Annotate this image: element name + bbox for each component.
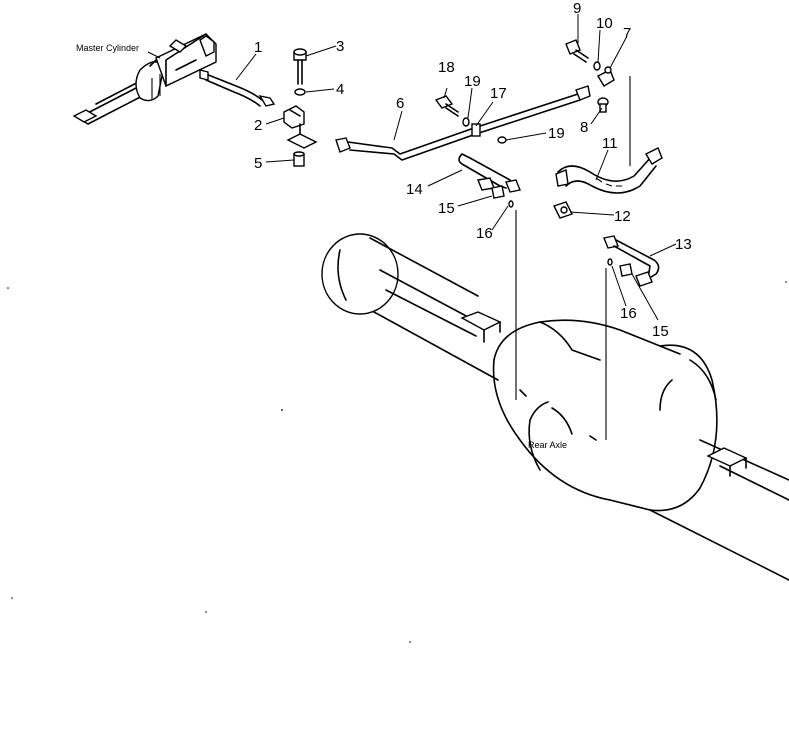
callout-14: 14 xyxy=(406,181,423,198)
clamp-2 xyxy=(283,105,305,129)
connector-15-upper xyxy=(491,185,505,199)
connector-15-lower xyxy=(619,263,633,277)
rear-axle-housing xyxy=(321,233,789,581)
washer-10 xyxy=(593,61,601,71)
callout-6: 6 xyxy=(396,95,404,112)
callout-18: 18 xyxy=(438,59,455,76)
callout-5: 5 xyxy=(254,155,262,172)
brake-tube-14 xyxy=(458,153,521,193)
brake-tube-13 xyxy=(603,235,660,287)
callout-numbers: 1 2 3 4 5 6 7 8 9 10 11 12 13 14 15 15 1… xyxy=(254,0,692,340)
bolt-18 xyxy=(434,95,459,117)
bracket xyxy=(286,123,318,149)
callout-4: 4 xyxy=(336,81,344,98)
master-cylinder xyxy=(72,33,217,125)
master-cylinder-leader xyxy=(147,51,161,59)
washer-19-lower xyxy=(497,136,507,144)
callout-8: 8 xyxy=(580,119,588,136)
callout-7: 7 xyxy=(623,25,631,42)
callout-11: 11 xyxy=(602,135,618,152)
callout-16-upper: 16 xyxy=(476,225,493,242)
callout-9: 9 xyxy=(573,0,581,17)
bolt-9 xyxy=(565,39,589,63)
scan-specks xyxy=(7,281,787,643)
callout-19-upper: 19 xyxy=(464,73,481,90)
bolt-8 xyxy=(597,97,609,113)
clip-17 xyxy=(471,123,481,137)
callout-2: 2 xyxy=(254,117,262,134)
washer-4 xyxy=(294,88,306,96)
brake-tube-6 xyxy=(335,85,591,161)
callout-3: 3 xyxy=(336,38,344,55)
brake-hose-11 xyxy=(555,147,663,194)
callout-12: 12 xyxy=(614,208,631,225)
callout-13: 13 xyxy=(675,236,692,253)
callout-10: 10 xyxy=(596,15,613,32)
brake-tube-1 xyxy=(199,69,276,107)
callout-15-lower: 15 xyxy=(652,323,669,340)
callout-17: 17 xyxy=(490,85,507,102)
callout-19-lower: 19 xyxy=(548,125,565,142)
callout-1: 1 xyxy=(254,39,262,56)
joint-12 xyxy=(553,201,573,219)
oring-16-upper xyxy=(508,200,514,208)
bolt-3 xyxy=(293,48,307,85)
rear-axle-label: Rear Axle xyxy=(528,440,567,450)
tee-7 xyxy=(597,66,615,87)
callout-16-lower: 16 xyxy=(620,305,637,322)
callout-15-upper: 15 xyxy=(438,200,455,217)
bush-5 xyxy=(293,151,305,167)
callout-leaders xyxy=(235,14,677,321)
washer-19-upper xyxy=(462,117,470,127)
master-cylinder-label: Master Cylinder xyxy=(76,43,139,53)
oring-16-lower xyxy=(607,258,613,266)
